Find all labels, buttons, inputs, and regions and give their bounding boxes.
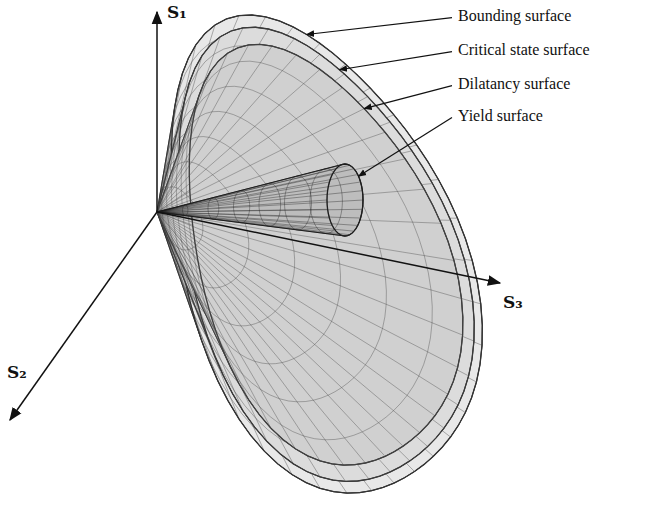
mesh-generator xyxy=(157,169,354,212)
axis-label: S₁ xyxy=(166,2,188,22)
cone-rim xyxy=(327,164,363,236)
mesh-generator xyxy=(157,212,448,394)
leader-arrow xyxy=(307,18,452,35)
mesh-ring xyxy=(189,44,463,465)
s2-axis xyxy=(10,212,157,420)
leader-arrow xyxy=(359,118,453,177)
axis-label: S₂ xyxy=(6,362,28,382)
surface-label: Yield surface xyxy=(458,106,543,125)
mesh-generator xyxy=(157,165,350,212)
axis-label: S₃ xyxy=(502,292,524,312)
cone-hull xyxy=(157,15,482,493)
cone-hull xyxy=(157,27,474,481)
mesh-generator xyxy=(157,212,345,236)
cone-rim xyxy=(189,44,463,465)
mesh-generator xyxy=(157,212,336,231)
mesh-ring xyxy=(176,111,340,363)
mesh-ring xyxy=(181,86,386,402)
leader-arrow xyxy=(364,86,452,109)
mesh-generator xyxy=(157,212,458,367)
mesh-generator xyxy=(157,212,332,225)
leader-group xyxy=(307,18,452,177)
bounding-cone xyxy=(157,15,482,493)
s1-axis xyxy=(156,12,158,212)
critical-state-cone xyxy=(157,27,474,481)
mesh-generator xyxy=(157,164,345,212)
mesh-generator xyxy=(157,212,365,463)
mesh-generator xyxy=(157,126,192,212)
axis-group xyxy=(10,12,500,420)
mesh-generator xyxy=(157,191,362,212)
mesh-generator xyxy=(157,158,189,212)
yield-cone xyxy=(157,164,363,236)
mesh-generator xyxy=(157,212,420,433)
cone-hull xyxy=(157,164,363,236)
leader-arrow xyxy=(340,52,452,70)
mesh-generator xyxy=(157,53,228,212)
cone-hull xyxy=(157,44,463,465)
surface-label: Critical state surface xyxy=(458,40,590,59)
mesh-ring xyxy=(327,164,363,236)
mesh-ring xyxy=(186,61,432,440)
surface-label: Bounding surface xyxy=(458,6,571,25)
dilatancy-cone xyxy=(157,44,463,465)
mesh-generator xyxy=(157,209,328,212)
mesh-generator xyxy=(157,45,249,212)
surface-label: Dilatancy surface xyxy=(458,74,570,93)
mesh-generator xyxy=(157,96,199,212)
cone-group xyxy=(157,15,482,493)
mesh-generator xyxy=(157,212,354,231)
mesh-generator xyxy=(157,212,385,456)
mesh-generator xyxy=(157,212,435,416)
mesh-generator xyxy=(157,212,320,461)
s3-axis xyxy=(157,212,500,283)
mesh-generator xyxy=(157,212,271,428)
mesh-generator xyxy=(157,182,361,212)
mesh-generator xyxy=(157,71,211,212)
mesh-generator xyxy=(157,212,344,465)
